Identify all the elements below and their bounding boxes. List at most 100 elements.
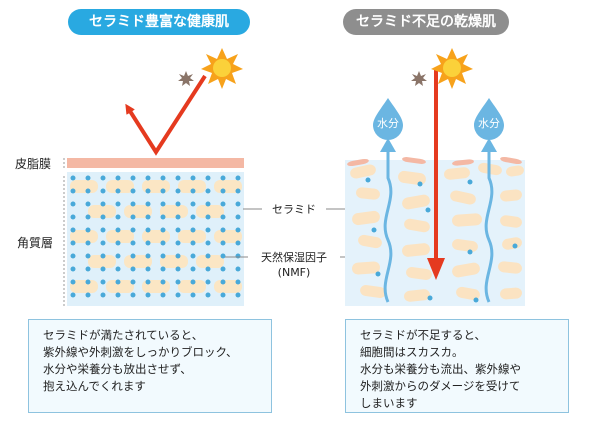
broken-sebum xyxy=(402,157,426,164)
ceramide-dot xyxy=(145,201,151,207)
ceramide-dot xyxy=(175,227,181,233)
ceramide-dot xyxy=(190,240,196,246)
water-loss-arrow-right xyxy=(484,148,494,303)
ceramide-dot xyxy=(220,201,226,207)
ceramide-dot xyxy=(130,279,136,285)
ceramide-dot xyxy=(190,214,196,220)
ceramide-dot xyxy=(175,279,181,285)
ceramide-dot xyxy=(145,292,151,298)
sebum-membrane-label: 皮脂膜 xyxy=(15,157,52,171)
ceramide-dot xyxy=(190,253,196,259)
ceramide-dot xyxy=(85,279,91,285)
sebum-membrane-layer xyxy=(67,158,244,168)
ceramide-dot xyxy=(220,292,226,298)
healthy-desc-line: 紫外線や外刺激をしっかりブロック、 xyxy=(43,345,238,359)
water-drop-label-left: 水分 xyxy=(377,117,399,130)
cell xyxy=(88,205,116,218)
ceramide-dot xyxy=(85,240,91,246)
ceramide-dot xyxy=(220,240,226,246)
ceramide-dot xyxy=(130,266,136,272)
dry-cell xyxy=(404,218,430,233)
cell xyxy=(178,280,206,293)
dry-cell xyxy=(500,215,522,228)
ceramide-dot xyxy=(205,227,211,233)
dry-desc-line: しまいます xyxy=(360,396,418,410)
ceramide-dot xyxy=(175,266,181,272)
cell xyxy=(124,205,152,218)
ceramide-dot xyxy=(145,214,151,220)
ceramide-dot xyxy=(160,279,166,285)
ceramide-dot xyxy=(235,227,241,233)
dry-cell xyxy=(506,165,524,177)
water-drop-label-right: 水分 xyxy=(478,117,500,130)
ceramide-dot xyxy=(160,266,166,272)
ceramide-dot xyxy=(235,253,241,259)
dry-cell xyxy=(352,261,380,275)
ceramide-dot xyxy=(235,266,241,272)
ceramide-dot-dry xyxy=(417,181,423,187)
dry-cell xyxy=(406,267,432,280)
ceramide-dot xyxy=(85,201,91,207)
sun-icon xyxy=(201,48,243,89)
cell xyxy=(196,255,224,268)
ceramide-dot xyxy=(175,253,181,259)
ceramide-dot xyxy=(85,188,91,194)
ceramide-dot xyxy=(70,279,76,285)
ceramide-dot xyxy=(70,240,76,246)
ceramide-dot xyxy=(130,188,136,194)
healthy-skin-title: セラミド豊富な健康肌 xyxy=(68,9,250,35)
ceramide-dot xyxy=(205,253,211,259)
ceramide-dot xyxy=(145,253,151,259)
cell xyxy=(214,230,242,243)
ceramide-dot xyxy=(220,253,226,259)
ceramide-dot xyxy=(70,292,76,298)
dry-cell xyxy=(356,187,380,200)
dry-cell xyxy=(350,164,376,179)
ceramide-dot xyxy=(190,279,196,285)
broken-sebum xyxy=(500,156,522,165)
nmf-label-line1: 天然保湿因子 xyxy=(261,251,327,264)
ceramide-dot xyxy=(205,201,211,207)
ceramide-dot xyxy=(190,292,196,298)
ceramide-dot xyxy=(100,253,106,259)
ceramide-dot xyxy=(175,175,181,181)
ceramide-dot xyxy=(130,292,136,298)
dry-cell xyxy=(404,289,430,302)
ceramide-dot xyxy=(130,240,136,246)
ceramide-dot xyxy=(100,227,106,233)
ceramide-dot xyxy=(175,214,181,220)
ceramide-dot-dry xyxy=(365,177,371,183)
ceramide-dot xyxy=(85,214,91,220)
ceramide-dot xyxy=(130,214,136,220)
nmf-label-line2: (NMF) xyxy=(277,266,311,279)
ceramide-dot xyxy=(115,292,121,298)
ceramide-dot xyxy=(235,188,241,194)
cell xyxy=(106,280,134,293)
ceramide-dot xyxy=(175,188,181,194)
ceramide-dot xyxy=(220,175,226,181)
water-loss-arrowhead-left xyxy=(380,138,396,152)
ceramide-dot xyxy=(145,227,151,233)
dry-desc-line: 水分も栄養分も流出、紫外線や xyxy=(360,362,521,376)
ceramide-dot xyxy=(235,240,241,246)
ceramide-dot xyxy=(115,188,121,194)
ceramide-dot xyxy=(145,279,151,285)
ceramide-dot-dry xyxy=(371,227,377,233)
broken-sebum xyxy=(347,158,369,167)
ceramide-dot xyxy=(145,240,151,246)
cell xyxy=(196,205,224,218)
ceramide-dot xyxy=(115,266,121,272)
water-drop-icon-left: 水分 xyxy=(373,98,403,140)
ceramide-dot xyxy=(115,201,121,207)
ceramide-dot xyxy=(85,253,91,259)
ceramide-dot xyxy=(235,292,241,298)
ceramide-dot-dry xyxy=(425,207,431,213)
ceramide-dot xyxy=(220,214,226,220)
ceramide-dot xyxy=(175,201,181,207)
water-drop-icon-right: 水分 xyxy=(474,98,504,140)
cell xyxy=(178,230,206,243)
ceramide-dot xyxy=(145,175,151,181)
ceramide-label: セラミド xyxy=(272,203,316,216)
dry-cell xyxy=(452,239,478,252)
